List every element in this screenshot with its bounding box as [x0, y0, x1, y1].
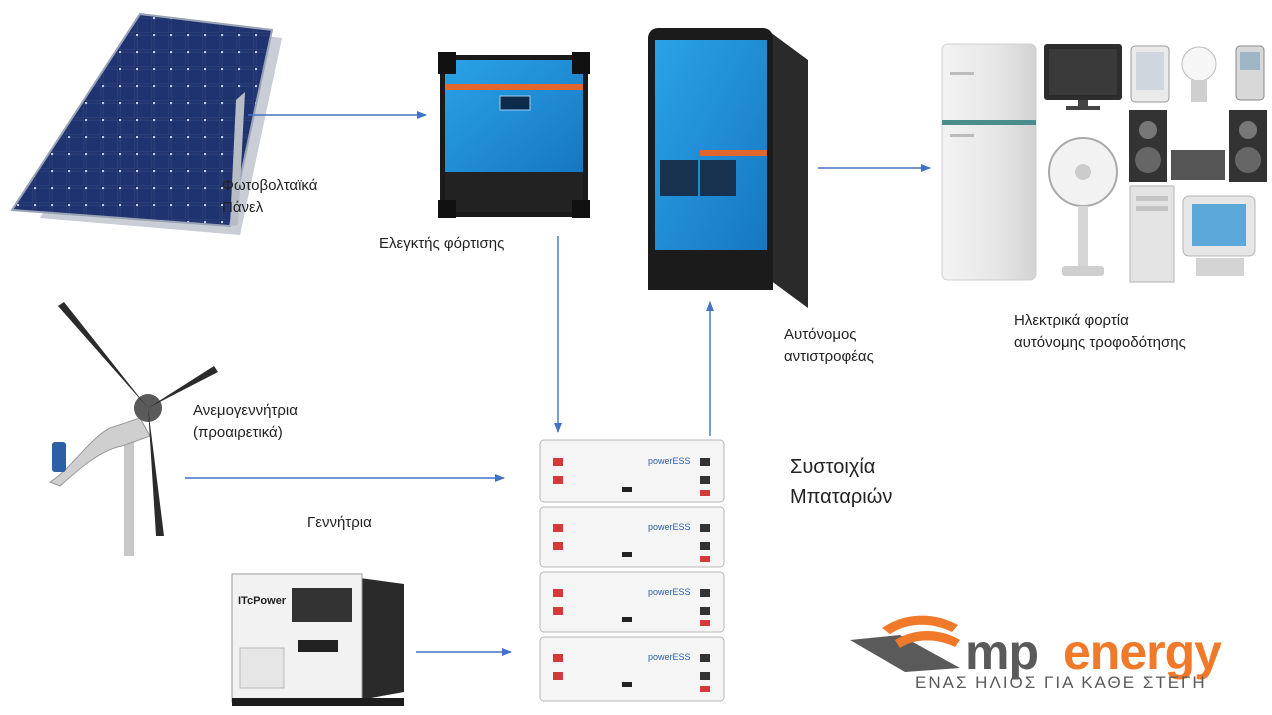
- battery-module: [539, 571, 725, 633]
- loads-image: [941, 43, 1267, 283]
- battery-module: [539, 636, 725, 702]
- loads-label-line1: Ηλεκτρικά φορτία: [1014, 312, 1129, 329]
- battery-bank-label-line2: Μπαταριών: [790, 486, 893, 508]
- generator-label: Γεννήτρια: [307, 514, 372, 531]
- inverter-label-line1: Αυτόνομος: [784, 326, 857, 343]
- battery-brand-text: powerESS: [648, 652, 691, 662]
- battery-bank-label-line1: Συστοιχία: [790, 456, 876, 478]
- loads-label: Ηλεκτρικά φορτία αυτόνομης τροφοδότησης: [1014, 310, 1186, 354]
- battery-module: [539, 506, 725, 568]
- wind-turbine-label-line1: Ανεμογεννήτρια: [193, 402, 298, 419]
- generator-brand-text: ITcPower: [238, 595, 287, 607]
- mp-energy-logo-mark: [850, 615, 960, 672]
- battery-module: [539, 439, 725, 503]
- inverter-label: Αυτόνομος αντιστροφέας: [784, 324, 874, 368]
- wind-turbine-label: Ανεμογεννήτρια (προαιρετικά): [193, 400, 298, 444]
- battery-brand-text: powerESS: [648, 456, 691, 466]
- logo-wordmark-energy: energy: [1063, 624, 1222, 680]
- solar-panel-image: [10, 12, 282, 235]
- charge-controller-image: [438, 52, 590, 218]
- pv-panel-label: Φωτοβολταϊκά Πάνελ: [222, 175, 317, 219]
- logo-wordmark-mp: mp: [965, 624, 1039, 680]
- battery-brand-text: powerESS: [648, 522, 691, 532]
- pv-panel-label-line1: Φωτοβολταϊκά: [222, 177, 318, 194]
- logo-tagline: ΕΝΑΣ ΗΛΙΟΣ ΓΙΑ ΚΑΘΕ ΣΤΕΓΗ: [915, 673, 1207, 692]
- inverter-label-line2: αντιστροφέας: [784, 348, 874, 365]
- battery-stack-image: [539, 439, 725, 702]
- wind-turbine-label-line2: (προαιρετικά): [193, 424, 283, 441]
- charge-controller-label: Ελεγκτής φόρτισης: [379, 235, 505, 252]
- pv-panel-label-line2: Πάνελ: [222, 199, 264, 216]
- battery-brand-text: powerESS: [648, 587, 691, 597]
- loads-label-line2: αυτόνομης τροφοδότησης: [1014, 334, 1186, 351]
- battery-bank-label: Συστοιχία Μπαταριών: [790, 452, 892, 512]
- inverter-image: [648, 28, 808, 308]
- generator-image: [231, 573, 404, 706]
- arrows: [185, 111, 931, 656]
- wind-turbine-image: [48, 302, 218, 556]
